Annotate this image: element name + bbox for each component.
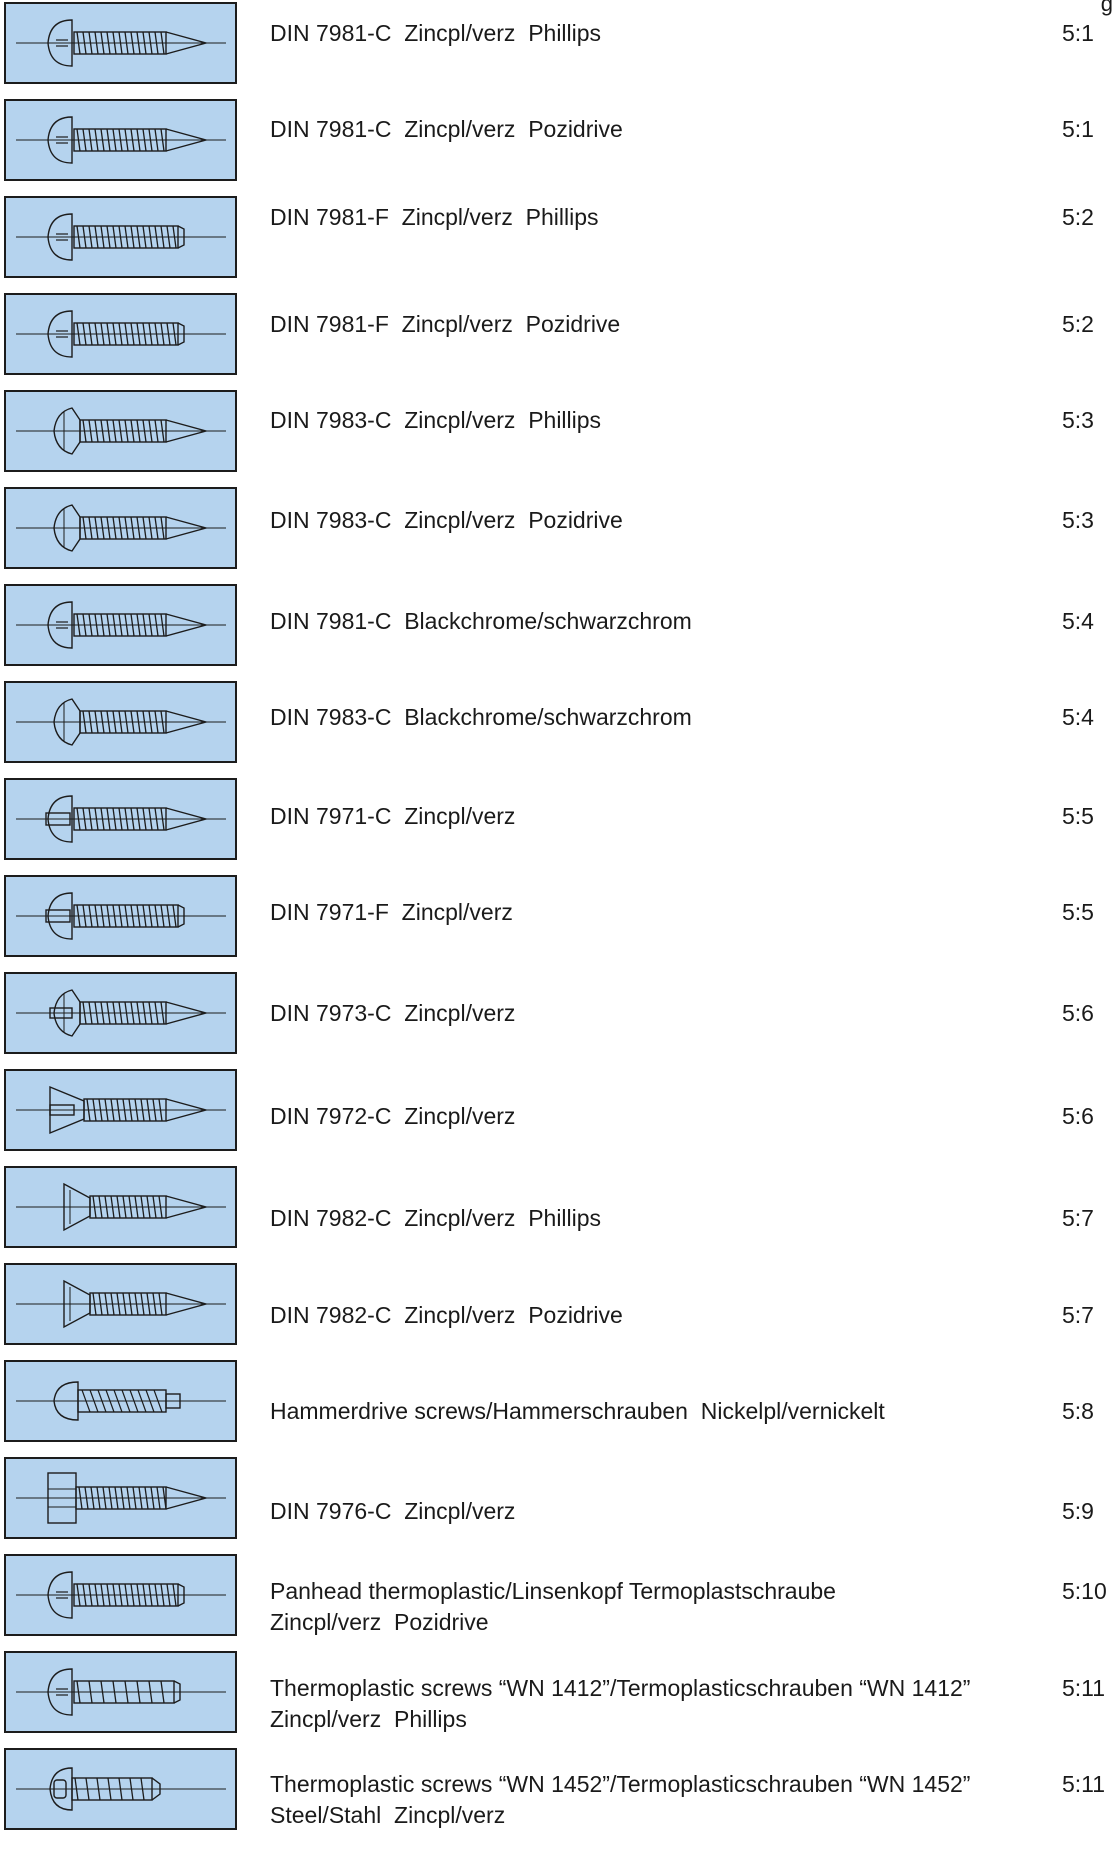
slotted-pan-head-flat-end-screw-icon: [16, 892, 226, 940]
screw-thumbnail: [4, 1457, 237, 1539]
thermoplastic-screw-wn1412-icon: [16, 1668, 226, 1716]
product-description: Thermoplastic screws “WN 1452”/Termoplas…: [270, 1769, 971, 1831]
description-line-1: DIN 7981-C Zincpl/verz Pozidrive: [270, 116, 623, 142]
screw-thumbnail: [4, 1651, 237, 1733]
screw-thumbnail: [4, 1069, 237, 1151]
pan-head-tapping-screw-icon: [16, 601, 226, 649]
screw-thumbnail: [4, 681, 237, 763]
pan-head-tapping-screw-icon: [16, 19, 226, 67]
description-line-1: DIN 7982-C Zincpl/verz Phillips: [270, 1205, 602, 1231]
hammerdrive-screw-icon: [16, 1381, 226, 1421]
product-description: DIN 7972-C Zincpl/verz: [270, 1101, 960, 1132]
description-line-1: DIN 7972-C Zincpl/verz: [270, 1103, 516, 1129]
slotted-raised-countersunk-screw-icon: [16, 989, 226, 1037]
page-reference[interactable]: 5:3: [1062, 507, 1094, 533]
page-reference[interactable]: 5:2: [1062, 311, 1094, 337]
raised-countersunk-screw-icon: [16, 407, 226, 455]
slotted-pan-head-screw-icon: [16, 795, 226, 843]
page-reference[interactable]: 5:5: [1062, 803, 1094, 829]
screw-thumbnail: [4, 487, 237, 569]
description-line-1: DIN 7973-C Zincpl/verz: [270, 1000, 516, 1026]
countersunk-screw-icon: [16, 1279, 226, 1329]
product-description: DIN 7981-C Blackchrome/schwarzchrom: [270, 606, 960, 637]
page-reference[interactable]: 5:6: [1062, 1000, 1094, 1026]
description-line-1: Thermoplastic screws “WN 1452”/Termoplas…: [270, 1771, 971, 1797]
raised-countersunk-screw-icon: [16, 504, 226, 552]
page-reference[interactable]: 5:4: [1062, 608, 1094, 634]
page-reference[interactable]: 5:7: [1062, 1205, 1094, 1231]
description-line-1: DIN 7983-C Blackchrome/schwarzchrom: [270, 704, 692, 730]
product-description: DIN 7976-C Zincpl/verz: [270, 1496, 960, 1527]
screw-thumbnail: [4, 1748, 237, 1830]
product-description: DIN 7982-C Zincpl/verz Phillips: [270, 1203, 960, 1234]
page-reference[interactable]: 5:2: [1062, 204, 1094, 230]
product-description: DIN 7983-C Blackchrome/schwarzchrom: [270, 702, 960, 733]
countersunk-screw-icon: [16, 1182, 226, 1232]
pan-head-flat-end-screw-icon: [16, 213, 226, 261]
product-description: DIN 7981-F Zincpl/verz Pozidrive: [270, 309, 960, 340]
screw-thumbnail: [4, 1263, 237, 1345]
page-reference[interactable]: 5:7: [1062, 1302, 1094, 1328]
page-reference[interactable]: 5:3: [1062, 407, 1094, 433]
page-reference[interactable]: 5:4: [1062, 704, 1094, 730]
description-line-1: DIN 7981-F Zincpl/verz Pozidrive: [270, 311, 621, 337]
product-description: DIN 7981-C Zincpl/verz Pozidrive: [270, 114, 960, 145]
product-description: Thermoplastic screws “WN 1412”/Termoplas…: [270, 1673, 971, 1735]
description-line-2: Steel/Stahl Zincpl/verz: [270, 1802, 506, 1828]
raised-countersunk-screw-icon: [16, 698, 226, 746]
screw-thumbnail: [4, 1360, 237, 1442]
description-line-1: DIN 7982-C Zincpl/verz Pozidrive: [270, 1302, 623, 1328]
page-reference[interactable]: 5:11: [1062, 1675, 1106, 1701]
screw-thumbnail: [4, 972, 237, 1054]
page-reference[interactable]: 5:1: [1062, 20, 1094, 46]
thermoplastic-screw-wn1452-icon: [16, 1767, 226, 1811]
page-reference[interactable]: 5:1: [1062, 116, 1094, 142]
page-reference[interactable]: 5:11: [1062, 1771, 1106, 1797]
slotted-countersunk-screw-icon: [16, 1085, 226, 1135]
product-description: Panhead thermoplastic/Linsenkopf Termopl…: [270, 1576, 960, 1638]
product-description: DIN 7971-F Zincpl/verz: [270, 897, 960, 928]
product-description: Hammerdrive screws/Hammerschrauben Nicke…: [270, 1396, 960, 1427]
hex-head-screw-icon: [16, 1472, 226, 1524]
page-reference[interactable]: 5:6: [1062, 1103, 1094, 1129]
description-line-2: Zincpl/verz Phillips: [270, 1706, 467, 1732]
description-line-1: DIN 7981-C Zincpl/verz Phillips: [270, 20, 602, 46]
description-line-1: DIN 7981-C Blackchrome/schwarzchrom: [270, 608, 692, 634]
thermoplastic-panhead-screw-icon: [16, 1571, 226, 1619]
description-line-1: Panhead thermoplastic/Linsenkopf Termopl…: [270, 1578, 836, 1604]
screw-thumbnail: [4, 390, 237, 472]
description-line-1: DIN 7983-C Zincpl/verz Pozidrive: [270, 507, 623, 533]
description-line-1: DIN 7976-C Zincpl/verz: [270, 1498, 516, 1524]
screw-thumbnail: [4, 584, 237, 666]
product-description: DIN 7983-C Zincpl/verz Pozidrive: [270, 505, 960, 536]
screw-thumbnail: [4, 99, 237, 181]
description-line-1: DIN 7981-F Zincpl/verz Phillips: [270, 204, 599, 230]
screw-thumbnail: [4, 1166, 237, 1248]
product-description: DIN 7971-C Zincpl/verz: [270, 801, 960, 832]
page-reference[interactable]: 5:9: [1062, 1498, 1094, 1524]
page-reference[interactable]: 5:5: [1062, 899, 1094, 925]
screw-thumbnail: [4, 293, 237, 375]
description-line-1: Hammerdrive screws/Hammerschrauben Nicke…: [270, 1398, 885, 1424]
screw-thumbnail: [4, 2, 237, 84]
screw-thumbnail: [4, 196, 237, 278]
description-line-1: DIN 7971-C Zincpl/verz: [270, 803, 516, 829]
product-description: DIN 7973-C Zincpl/verz: [270, 998, 960, 1029]
page-reference[interactable]: 5:8: [1062, 1398, 1094, 1424]
page-reference[interactable]: 5:10: [1062, 1578, 1107, 1604]
screw-thumbnail: [4, 1554, 237, 1636]
product-description: DIN 7982-C Zincpl/verz Pozidrive: [270, 1300, 960, 1331]
description-line-1: Thermoplastic screws “WN 1412”/Termoplas…: [270, 1675, 971, 1701]
screw-thumbnail: [4, 778, 237, 860]
screw-thumbnail: [4, 875, 237, 957]
product-description: DIN 7981-F Zincpl/verz Phillips: [270, 202, 960, 233]
product-description: DIN 7981-C Zincpl/verz Phillips: [270, 18, 960, 49]
description-line-1: DIN 7983-C Zincpl/verz Phillips: [270, 407, 602, 433]
pan-head-tapping-screw-icon: [16, 116, 226, 164]
product-description: DIN 7983-C Zincpl/verz Phillips: [270, 405, 960, 436]
page-corner-text: g: [1100, 0, 1113, 16]
description-line-1: DIN 7971-F Zincpl/verz: [270, 899, 513, 925]
description-line-2: Zincpl/verz Pozidrive: [270, 1609, 489, 1635]
pan-head-flat-end-screw-icon: [16, 310, 226, 358]
